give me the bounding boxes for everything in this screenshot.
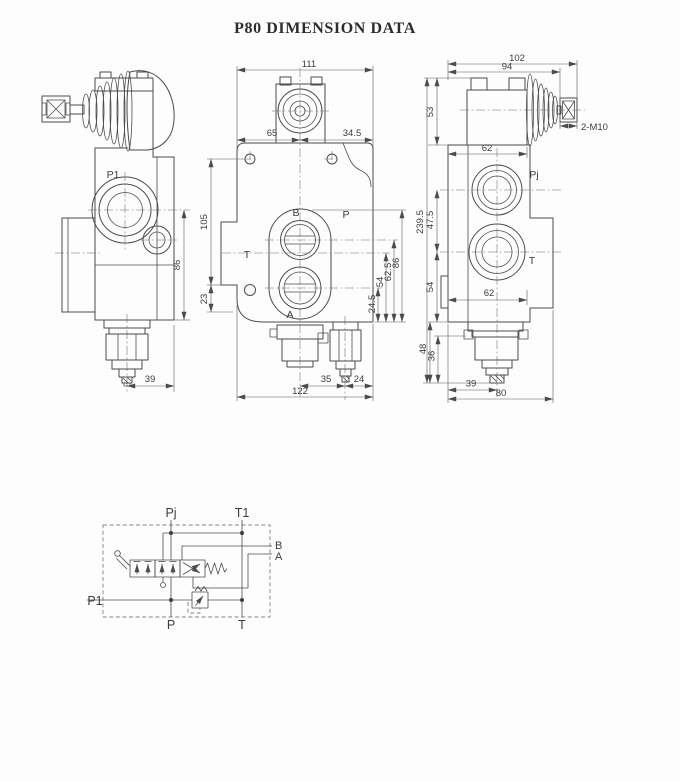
dim-239-5: 239.5 [415,210,426,234]
schematic-label-pj: Pj [165,506,176,520]
schematic-lines [87,520,272,617]
dim-23: 23 [199,294,210,305]
lever-knob [114,550,121,557]
dim-39-left-view: 39 [145,374,156,385]
dim-62-5: 62.5 [383,263,394,282]
left-side-view: P1 86 [41,70,190,392]
port-label-p: P [342,209,349,221]
front-view-top-cap [272,76,330,144]
dim-65: 65 [267,128,278,139]
dim-80: 80 [496,388,507,399]
hydraulic-schematic: Pj T1 B A P1 P T [87,506,283,632]
dim-35: 35 [321,374,332,385]
dim-62-bottom: 62 [484,288,495,299]
schematic-label-a: A [275,551,283,563]
dim-54-right: 54 [425,282,436,293]
right-view-bottom-fitting [463,321,529,384]
dim-102: 102 [509,53,525,64]
dim-34-5: 34.5 [343,128,362,139]
spring-symbol [204,562,228,575]
port-label-a: A [286,309,293,321]
dim-36: 36 [427,351,438,362]
dim-24-5: 24.5 [367,295,378,314]
dim-53: 53 [425,107,436,118]
port-label-t-right: T [529,255,536,267]
right-view-top-cap [466,77,528,146]
port-label-b: B [292,207,299,219]
dim-86-front: 86 [391,258,402,269]
thread-note-2-m10: 2-M10 [581,122,608,133]
front-view-bottom-housing [269,321,362,383]
dim-48: 48 [418,344,429,355]
front-view: B P T A [199,59,406,401]
left-view-bottom-fitting [103,319,151,387]
right-view-dimensions: 102 94 2-M10 53 62 62 239.5 [415,53,608,403]
relief-valve-symbol [187,586,209,614]
dim-105: 105 [199,214,210,230]
dim-62-top: 62 [482,143,493,154]
schematic-label-t: T [238,618,246,632]
schematic-boundary [102,524,271,618]
schematic-label-b: B [275,540,282,552]
port-label-pj: Pj [529,169,538,181]
front-view-body: B P T A [220,68,398,400]
dim-122: 122 [292,386,308,397]
schematic-label-t1: T1 [235,506,250,520]
left-port-block [61,217,96,313]
right-view-body: Pj T [440,109,585,397]
dim-54-front: 54 [375,277,386,288]
port-label-p1: P1 [107,169,120,181]
page-title: P80 DIMENSION DATA [234,20,416,37]
schematic-label-p: P [167,618,175,632]
left-view-dimensions: 86 39 [126,209,190,392]
front-view-dimensions: 111 65 34.5 105 23 24.5 54 62.5 86 [199,59,406,401]
dim-39-right: 39 [466,379,477,390]
directional-valve-symbol [114,550,228,578]
dim-86-left-view: 86 [172,260,183,271]
schematic-label-p1: P1 [87,594,102,608]
dim-111: 111 [302,59,316,70]
dim-47-5: 47.5 [425,211,436,230]
lever-handle-left [41,70,175,152]
left-view-top-cap [94,71,154,92]
dim-94: 94 [502,62,513,73]
port-label-t: T [244,249,251,261]
right-side-view: Pj T 102 94 [415,53,608,403]
dim-24: 24 [354,374,365,385]
